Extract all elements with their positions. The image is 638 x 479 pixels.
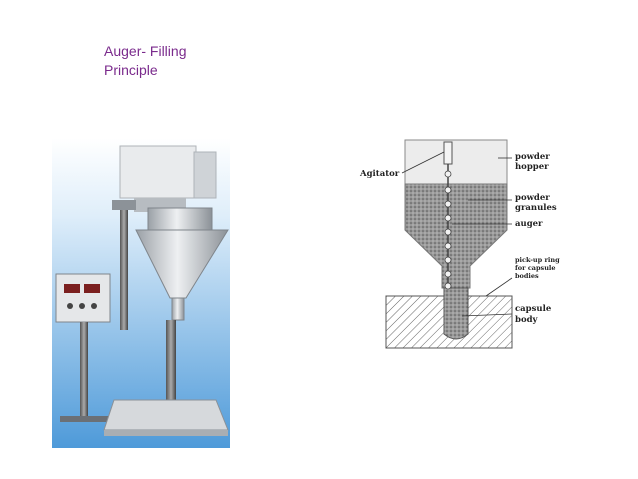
label-powder-hopper-2: hopper <box>515 162 549 172</box>
label-powder-hopper-1: powder <box>515 152 550 162</box>
slide-title-line-2: Principle <box>104 62 158 78</box>
label-powder-granules-1: powder <box>515 193 550 203</box>
auger-schematic <box>385 139 513 349</box>
label-pickup-ring-3: bodies <box>515 272 539 280</box>
label-pickup-ring-2: for capsule <box>515 264 556 272</box>
slide-title: Auger- Filling Principle <box>104 42 244 80</box>
auger-filling-diagram: Agitator powder hopper powder granules a… <box>358 138 568 352</box>
slide-title-line-1: Auger- Filling <box>104 43 187 59</box>
auger-filler-machine-photo <box>52 138 230 448</box>
label-capsule-body-2: body <box>515 315 538 325</box>
label-capsule-body-1: capsule <box>515 304 552 314</box>
label-pickup-ring-1: pick-up ring <box>515 256 560 264</box>
label-auger: auger <box>515 219 543 229</box>
label-powder-granules-2: granules <box>515 203 557 213</box>
label-agitator: Agitator <box>360 169 400 179</box>
